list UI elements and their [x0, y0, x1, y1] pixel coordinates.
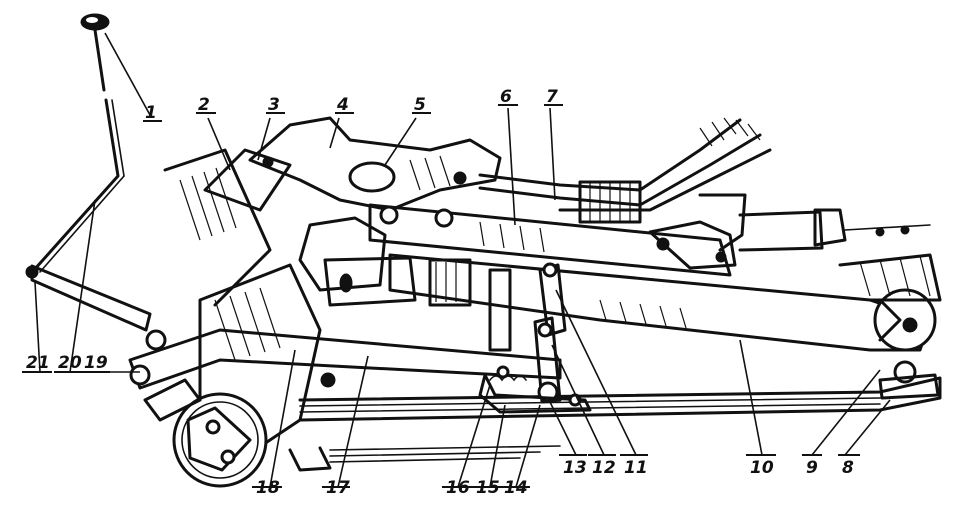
callout-17: 17 [322, 478, 350, 498]
base-frame [298, 376, 942, 463]
top-link [368, 193, 747, 277]
callout-16: 16 [442, 478, 472, 498]
callout-3: 3 [266, 95, 285, 115]
upper-arm [248, 116, 502, 212]
svg-text:19: 19 [84, 353, 108, 373]
svg-text:7: 7 [546, 87, 558, 107]
callout-11: 11 [620, 454, 648, 478]
callout-10: 10 [746, 454, 776, 478]
callout-4: 4 [335, 95, 354, 115]
callout-5: 5 [412, 95, 431, 115]
svg-text:4: 4 [336, 95, 349, 115]
svg-text:11: 11 [624, 458, 648, 478]
svg-text:6: 6 [500, 87, 512, 107]
arm-eye-4 [348, 161, 396, 193]
callout-1: 1 [143, 103, 162, 123]
roller-assembly [838, 253, 942, 400]
callout-14: 14 [500, 478, 530, 498]
rear-bracket [163, 148, 292, 307]
link-pin-19 [145, 329, 167, 351]
svg-text:9: 9 [806, 458, 818, 478]
hand-lever [25, 13, 167, 351]
leader-lines [34, 32, 891, 488]
callout-21: 21 [22, 353, 52, 373]
callout-7: 7 [544, 87, 563, 107]
callout-8: 8 [838, 454, 860, 478]
cylinder [738, 208, 931, 252]
callout-9: 9 [802, 454, 822, 478]
lower-arm [388, 253, 937, 352]
svg-text:3: 3 [268, 95, 280, 115]
callout-15: 15 [472, 478, 502, 498]
callout-6: 6 [498, 87, 518, 107]
svg-text:20: 20 [58, 353, 82, 373]
svg-text:8: 8 [842, 458, 854, 478]
callout-2: 2 [196, 95, 216, 115]
svg-text:21: 21 [26, 353, 50, 373]
svg-text:13: 13 [563, 458, 587, 478]
callout-12: 12 [588, 454, 616, 478]
svg-text:12: 12 [592, 458, 616, 478]
pivot-block [298, 216, 512, 352]
callout-18: 18 [252, 478, 282, 498]
hoses [478, 117, 772, 224]
svg-text:10: 10 [750, 458, 774, 478]
svg-text:5: 5 [414, 95, 426, 115]
svg-text:2: 2 [198, 95, 210, 115]
hub [143, 378, 268, 488]
callouts: 1 2 3 4 5 6 7 8 [22, 87, 860, 498]
svg-text:1: 1 [145, 103, 157, 123]
callout-13: 13 [559, 454, 587, 478]
callout-20: 20 [54, 353, 82, 373]
callout-19: 19 [80, 353, 110, 373]
